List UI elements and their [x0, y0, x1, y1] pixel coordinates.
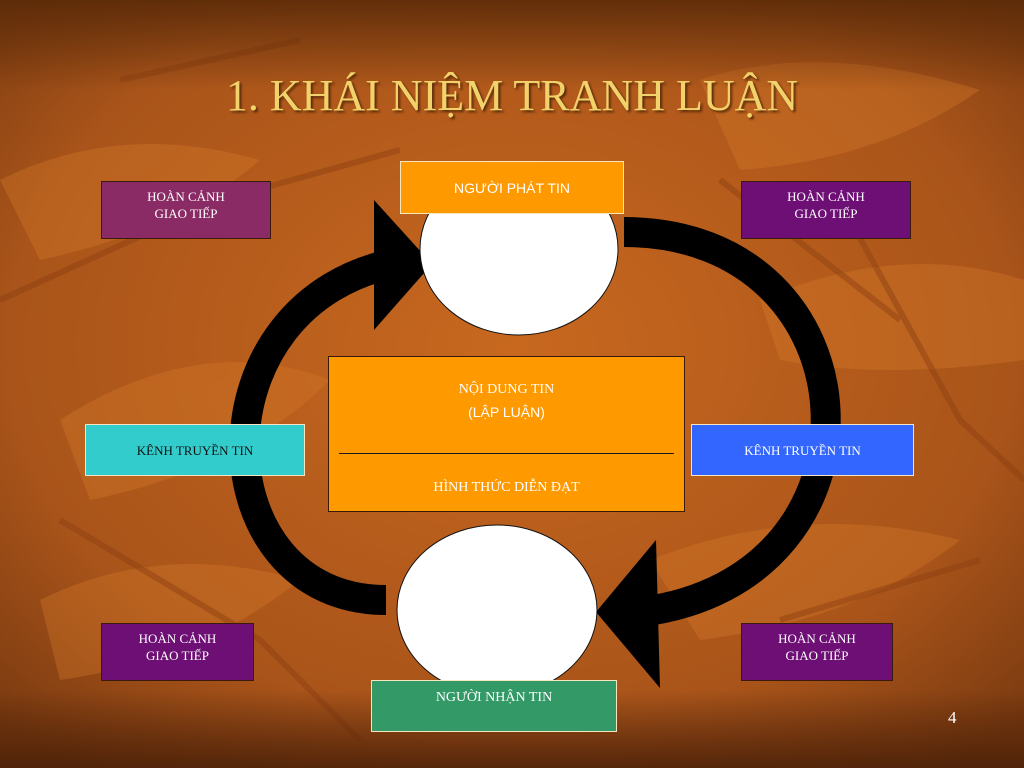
- context-line1: HOÀN CẢNH: [778, 631, 856, 646]
- content-form: HÌNH THỨC DIỄN ĐẠT: [433, 480, 580, 495]
- context-box-top-left: HOÀN CẢNH GIAO TIẾP: [101, 181, 271, 239]
- receiver-node: [396, 524, 598, 696]
- context-box-top-right: HOÀN CẢNH GIAO TIẾP: [741, 181, 911, 239]
- message-content-box: NỘI DUNG TIN (LẬP LUẬN) HÌNH THỨC DIỄN Đ…: [328, 356, 685, 512]
- channel-left: KÊNH TRUYỀN TIN: [85, 424, 305, 476]
- content-title: NỘI DUNG TIN: [458, 382, 555, 397]
- slide-title: 1. KHÁI NIỆM TRANH LUẬN: [225, 71, 799, 120]
- cycle-arrowhead-right: [596, 540, 660, 688]
- context-line2: GIAO TIẾP: [794, 206, 858, 221]
- page-number: 4: [948, 708, 957, 727]
- content-argument: (LẬP LUẬN): [468, 404, 545, 420]
- context-line2: GIAO TIẾP: [146, 648, 209, 663]
- context-line1: HOÀN CẢNH: [138, 631, 217, 646]
- content-divider: [339, 453, 674, 454]
- context-line1: HOÀN CẢNH: [787, 189, 865, 204]
- receiver-label: NGƯỜI NHẬN TIN: [371, 680, 617, 732]
- context-box-bottom-right: HOÀN CẢNH GIAO TIẾP: [741, 623, 893, 681]
- context-line2: GIAO TIẾP: [785, 648, 849, 663]
- context-line2: GIAO TIẾP: [154, 206, 218, 221]
- sender-label: NGƯỜI PHÁT TIN: [400, 161, 624, 214]
- context-line1: HOÀN CẢNH: [147, 189, 225, 204]
- cycle-arrowhead-left: [374, 200, 432, 330]
- channel-right: KÊNH TRUYỀN TIN: [691, 424, 914, 476]
- context-box-bottom-left: HOÀN CẢNH GIAO TIẾP: [101, 623, 254, 681]
- cycle-arrow-right: [623, 217, 841, 627]
